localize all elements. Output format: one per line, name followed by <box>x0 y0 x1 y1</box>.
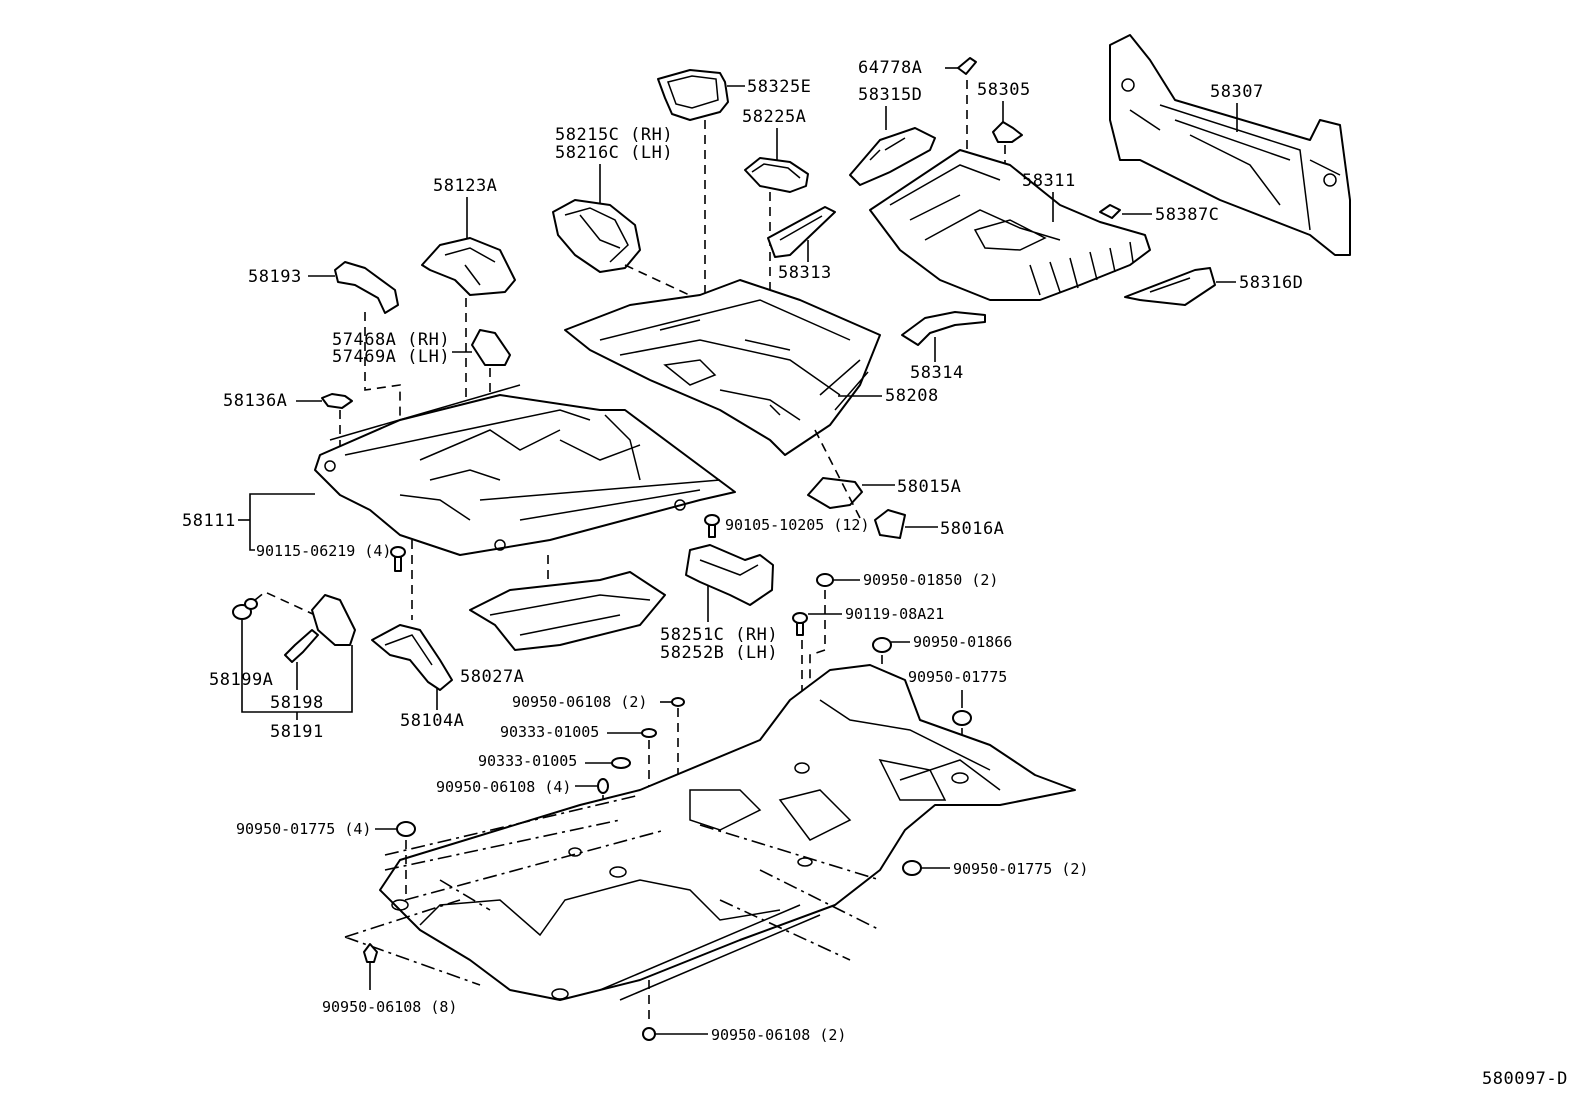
label-58016A[interactable]: 58016A <box>940 519 1004 539</box>
label-58225A[interactable]: 58225A <box>742 107 806 127</box>
part-58316D[interactable] <box>1124 267 1216 306</box>
label-58314[interactable]: 58314 <box>910 363 964 383</box>
label-90950-06108-2a[interactable]: 90950-06108 (2) <box>512 693 647 711</box>
bolt-90105-10205[interactable] <box>704 514 720 538</box>
label-58104A[interactable]: 58104A <box>400 711 464 731</box>
plug-90950-01850[interactable] <box>816 573 834 587</box>
label-57469A[interactable]: 57469A (LH) <box>332 347 450 367</box>
label-58208[interactable]: 58208 <box>885 386 939 406</box>
clip-90950-06108-2b[interactable] <box>642 1027 656 1041</box>
clip-90333-01005-a[interactable] <box>641 728 657 738</box>
part-58314[interactable] <box>901 311 986 346</box>
label-90115-06219[interactable]: 90115-06219 (4) <box>256 542 391 560</box>
part-58305[interactable] <box>992 121 1023 143</box>
part-58315D[interactable] <box>849 127 936 186</box>
dashed-guide <box>254 591 316 616</box>
label-58251C[interactable]: 58251C (RH) <box>660 625 778 645</box>
part-58111[interactable] <box>314 384 736 556</box>
part-58136A[interactable] <box>321 393 353 409</box>
label-90950-01775[interactable]: 90950-01775 <box>908 668 1007 686</box>
part-58016A[interactable] <box>874 509 906 539</box>
label-58305[interactable]: 58305 <box>977 80 1031 100</box>
dashed-guide <box>624 264 701 301</box>
label-58215C[interactable]: 58215C (RH) <box>555 125 673 145</box>
label-58193[interactable]: 58193 <box>248 267 302 287</box>
bolt-90115-06219[interactable] <box>390 546 406 572</box>
dashed-guide <box>814 429 861 519</box>
part-underfloor-assembly[interactable] <box>379 664 1076 1001</box>
label-90119-08A21[interactable]: 90119-08A21 <box>845 605 944 623</box>
figure-code: 580097-D <box>1482 1069 1568 1089</box>
clip-90333-01005-b[interactable] <box>611 757 631 769</box>
part-58104A[interactable] <box>371 624 453 691</box>
part-58199A[interactable] <box>232 598 258 620</box>
part-58191-housing[interactable] <box>311 594 356 646</box>
label-90950-06108-8[interactable]: 90950-06108 (8) <box>322 998 457 1016</box>
label-57468A[interactable]: 57468A (RH) <box>332 330 450 350</box>
part-58215C[interactable] <box>552 199 641 273</box>
label-90950-01866[interactable]: 90950-01866 <box>913 633 1012 651</box>
part-58198[interactable] <box>284 629 319 663</box>
label-58199A[interactable]: 58199A <box>209 670 273 690</box>
label-90950-01775-2[interactable]: 90950-01775 (2) <box>953 860 1088 878</box>
leader-58111 <box>249 493 315 551</box>
label-90333-01005-a[interactable]: 90333-01005 <box>500 723 599 741</box>
part-58193[interactable] <box>334 261 399 314</box>
label-58191[interactable]: 58191 <box>270 722 324 742</box>
label-58136A[interactable]: 58136A <box>223 391 287 411</box>
label-58311[interactable]: 58311 <box>1022 171 1076 191</box>
label-58252B[interactable]: 58252B (LH) <box>660 643 778 663</box>
label-90333-01005-b[interactable]: 90333-01005 <box>478 752 577 770</box>
label-58216C[interactable]: 58216C (LH) <box>555 143 673 163</box>
label-90950-01775-4[interactable]: 90950-01775 (4) <box>236 820 371 838</box>
clip-90950-06108-8[interactable] <box>363 943 378 963</box>
part-58225A[interactable] <box>744 157 809 193</box>
part-58123A[interactable] <box>421 237 516 296</box>
label-58313[interactable]: 58313 <box>778 263 832 283</box>
label-58307[interactable]: 58307 <box>1210 82 1264 102</box>
label-58316D[interactable]: 58316D <box>1239 273 1303 293</box>
label-58111[interactable]: 58111 <box>182 511 236 531</box>
label-64778A[interactable]: 64778A <box>858 58 922 78</box>
plug-90950-01775-2[interactable] <box>902 860 922 876</box>
clip-90950-06108-4[interactable] <box>597 778 609 794</box>
plug-90950-01775-4[interactable] <box>396 821 416 837</box>
part-58325E[interactable] <box>657 69 745 121</box>
label-90950-06108-4[interactable]: 90950-06108 (4) <box>436 778 571 796</box>
label-90950-06108-2b[interactable]: 90950-06108 (2) <box>711 1026 846 1044</box>
part-57468A[interactable] <box>471 329 511 366</box>
label-58198[interactable]: 58198 <box>270 693 324 713</box>
clip-90950-06108-2a[interactable] <box>671 697 685 707</box>
part-58307[interactable] <box>1109 34 1351 256</box>
label-90105-10205[interactable]: 90105-10205 (12) <box>725 516 870 534</box>
part-58015A[interactable] <box>807 477 863 509</box>
part-58027A[interactable] <box>469 571 666 651</box>
part-58313[interactable] <box>767 206 836 258</box>
part-58208[interactable] <box>564 279 881 456</box>
bolt-90119-08A21[interactable] <box>792 612 808 636</box>
label-58387C[interactable]: 58387C <box>1155 205 1219 225</box>
part-58311[interactable] <box>869 149 1151 301</box>
label-58123A[interactable]: 58123A <box>433 176 497 196</box>
part-64778A[interactable] <box>957 57 977 75</box>
label-90950-01850[interactable]: 90950-01850 (2) <box>863 571 998 589</box>
dashed-guide <box>344 794 881 986</box>
label-58325E[interactable]: 58325E <box>747 77 811 97</box>
label-58027A[interactable]: 58027A <box>460 667 524 687</box>
part-58387C[interactable] <box>1099 204 1121 219</box>
plug-90950-01866[interactable] <box>872 637 892 653</box>
label-58315D[interactable]: 58315D <box>858 85 922 105</box>
dashed-guide <box>809 590 826 690</box>
part-58251C[interactable] <box>685 544 774 606</box>
label-58015A[interactable]: 58015A <box>897 477 961 497</box>
plug-90950-01775[interactable] <box>952 710 972 726</box>
